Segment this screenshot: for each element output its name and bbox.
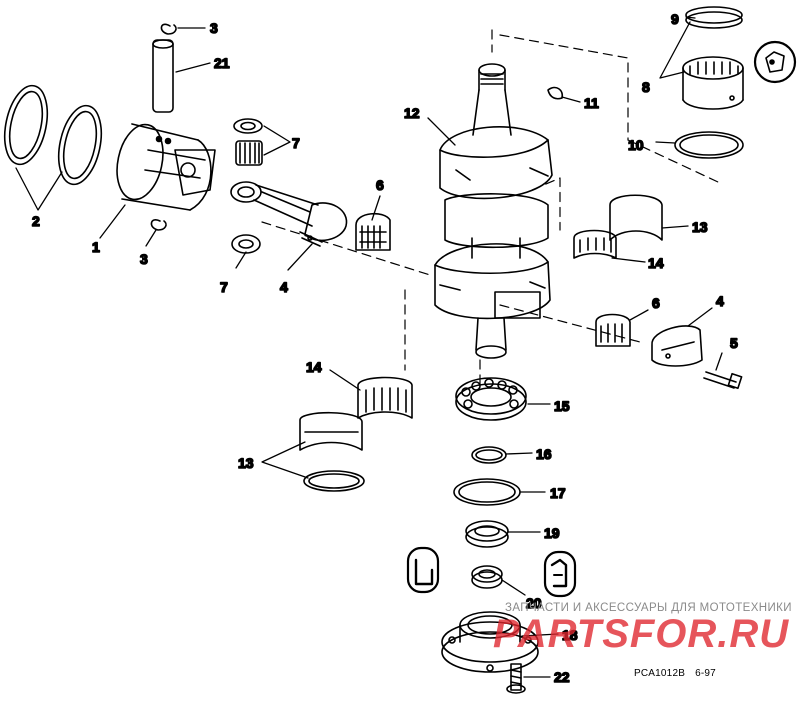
callout-11: 11	[584, 95, 599, 111]
callout-7-bottom: 7	[220, 279, 228, 295]
callout-21: 21	[214, 55, 230, 71]
watermark-logo: PARTSFOR.RU	[493, 612, 790, 656]
piston	[116, 123, 216, 211]
figure-code-line: PCA1012B 6-97	[634, 668, 726, 679]
callout-numbers: 3 21 2 1 3 7 7 4 6 12 11 9 8 10 13 14 6 …	[31, 10, 739, 686]
callout-4-left: 4	[280, 279, 288, 295]
figure-date: 6-97	[695, 668, 716, 679]
callout-17: 17	[550, 485, 566, 501]
crankshaft	[434, 63, 553, 359]
watermark-tagline: ЗАПЧАСТИ И АКСЕССУАРЫ ДЛЯ МОТОТЕХНИКИ	[505, 602, 792, 614]
rod-cap-and-bolt	[651, 325, 743, 390]
callout-5: 5	[730, 335, 738, 351]
callout-3-top: 3	[210, 20, 218, 36]
callout-19: 19	[544, 525, 560, 541]
callout-13-left: 13	[238, 455, 254, 471]
callout-9: 9	[671, 11, 679, 27]
callout-14-left: 14	[306, 359, 322, 375]
piston-rings	[3, 84, 103, 186]
ball-bearing	[455, 377, 527, 421]
connecting-rod	[230, 181, 348, 247]
callout-18: 18	[562, 627, 578, 643]
pin-clips	[150, 23, 177, 231]
callout-6-left: 6	[376, 177, 384, 193]
callout-10: 10	[628, 137, 644, 153]
callout-14-right: 14	[648, 255, 664, 271]
alignment-lines	[261, 29, 719, 386]
callout-7-top: 7	[292, 135, 300, 151]
callout-12: 12	[404, 105, 420, 121]
upper-main-bearing	[682, 6, 744, 110]
sealant-tube-icon	[543, 550, 577, 598]
wrist-pin	[152, 39, 174, 113]
callout-6-right: 6	[652, 295, 660, 311]
housing-screw	[506, 663, 526, 694]
woodruff-key	[547, 86, 564, 100]
lower-bearing-housing	[441, 611, 539, 673]
callout-15: 15	[554, 398, 570, 414]
callout-16: 16	[536, 446, 552, 462]
lower-rings	[453, 446, 521, 506]
upper-seal-ring	[674, 131, 744, 159]
sealant-tube-icon	[406, 546, 440, 594]
callout-1: 1	[92, 239, 100, 255]
small-end-bearing	[231, 118, 263, 254]
leader-lines	[15, 16, 723, 678]
callout-13-right: 13	[692, 219, 708, 235]
callout-4-right: 4	[716, 293, 724, 309]
oil-seals	[465, 520, 509, 589]
callout-20: 20	[526, 595, 542, 611]
bearing-halves	[299, 194, 663, 492]
callout-3-bottom: 3	[140, 251, 148, 267]
figure-code: PCA1012B	[634, 668, 686, 679]
grease-lubricant-icon	[753, 40, 797, 84]
callout-2: 2	[32, 213, 40, 229]
callout-8: 8	[642, 79, 650, 95]
callout-22: 22	[554, 669, 570, 685]
